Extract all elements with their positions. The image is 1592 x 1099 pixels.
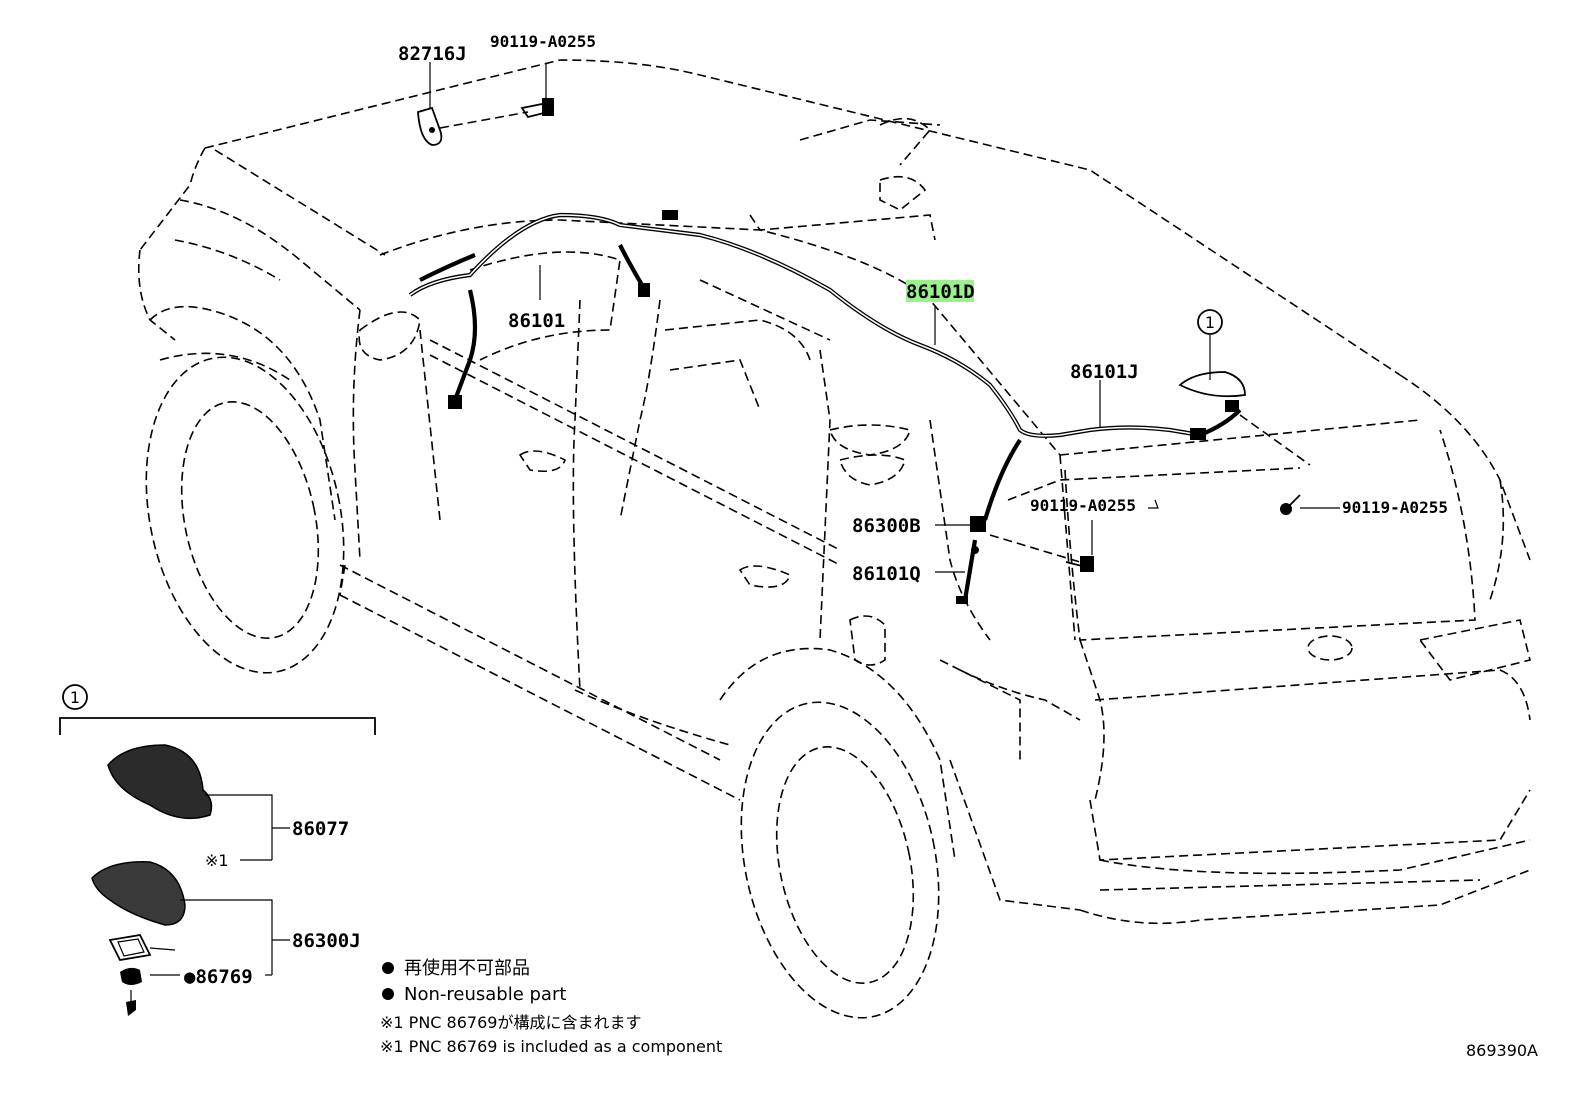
label-86101Q: 86101Q bbox=[852, 563, 921, 585]
shark-fin-antenna[interactable] bbox=[1178, 371, 1246, 398]
footnote-ref: ※1 bbox=[205, 851, 229, 870]
label-90119-right: 90119-A0255 bbox=[1342, 498, 1448, 517]
legend-en: Non-reusable part bbox=[404, 984, 566, 1005]
legend: 再使用不可部品 Non-reusable part ※1 PNC 86769が構… bbox=[380, 958, 722, 1056]
screw[interactable] bbox=[126, 1000, 136, 1016]
label-86300J: 86300J bbox=[292, 930, 361, 952]
roof-wire-harness[interactable] bbox=[408, 210, 1242, 521]
bolt-right[interactable] bbox=[1280, 494, 1301, 515]
gasket[interactable] bbox=[108, 934, 152, 961]
bolt-center[interactable] bbox=[1065, 556, 1094, 572]
label-82716J: 82716J bbox=[398, 43, 467, 65]
bolt-top-leader bbox=[439, 111, 529, 129]
label-86769: ●86769 bbox=[184, 966, 253, 988]
legend-dot-en bbox=[382, 988, 394, 1000]
vehicle-outline bbox=[137, 59, 1531, 1019]
leader-lines bbox=[429, 62, 1340, 573]
figure-id: 869390A bbox=[1466, 1041, 1538, 1060]
label-90119-top: 90119-A0255 bbox=[490, 32, 596, 51]
nut-86769[interactable] bbox=[120, 967, 142, 985]
svg-text:1: 1 bbox=[1205, 313, 1215, 332]
antenna-feeder[interactable] bbox=[956, 516, 986, 604]
legend-note-jp: ※1 PNC 86769が構成に含まれます bbox=[380, 1013, 641, 1032]
label-90119-center: 90119-A0255 bbox=[1030, 496, 1136, 515]
label-86300B: 86300B bbox=[852, 515, 921, 537]
highlight-86101D bbox=[906, 280, 974, 302]
detail-inset: 1 bbox=[59, 684, 376, 1016]
callout-marker-1: 1 bbox=[1197, 309, 1223, 335]
legend-jp: 再使用不可部品 bbox=[404, 958, 530, 979]
label-86077: 86077 bbox=[292, 818, 349, 840]
legend-note-en: ※1 PNC 86769 is included as a component bbox=[380, 1037, 722, 1056]
label-86101: 86101 bbox=[508, 310, 565, 332]
antenna-cover-86077[interactable] bbox=[107, 744, 213, 820]
label-86101D[interactable]: 86101D bbox=[906, 281, 975, 303]
legend-dot-jp bbox=[382, 962, 394, 974]
antenna-base-86300J[interactable] bbox=[91, 861, 186, 926]
bolt-top[interactable] bbox=[520, 98, 554, 119]
label-86101J: 86101J bbox=[1070, 361, 1139, 383]
bracket-82716J[interactable] bbox=[417, 106, 443, 146]
svg-text:1: 1 bbox=[70, 688, 80, 707]
